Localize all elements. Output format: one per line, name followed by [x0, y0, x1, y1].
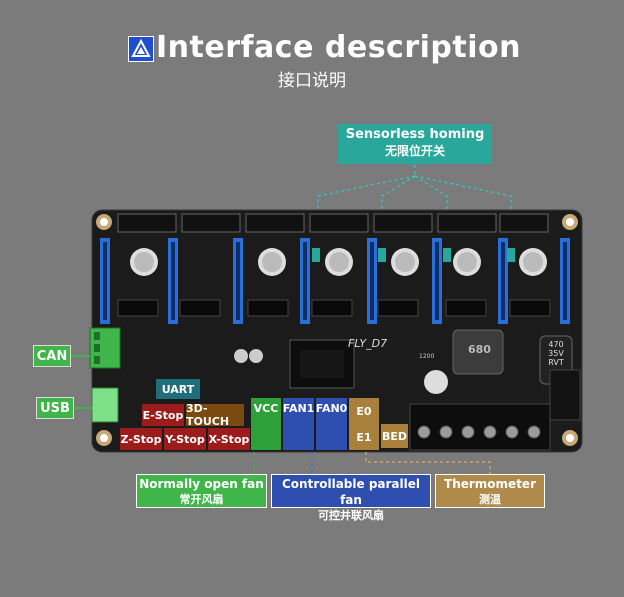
power-terminal	[409, 403, 551, 451]
inductor	[452, 329, 504, 375]
thermometer-callout: Thermometer 测温	[435, 474, 545, 508]
xstop-label: X-Stop	[208, 428, 250, 450]
sensorless-callout: Sensorless homing 无限位开关	[338, 124, 492, 164]
mounting-holes	[96, 214, 578, 446]
zstop-label: Z-Stop	[120, 428, 162, 450]
parallel-fan-en: Controllable parallel fan	[281, 477, 421, 507]
capacitors	[130, 248, 547, 394]
e0-text: E0	[356, 404, 372, 418]
vcc-label: VCC	[251, 398, 281, 450]
fan0-text: FAN0	[315, 402, 348, 415]
normally-open-fan-callout: Normally open fan 常开风扇	[136, 474, 267, 508]
fan0-label: FAN0	[316, 398, 347, 450]
sensorless-label-zh: 无限位开关	[384, 144, 445, 158]
thermometer-zh: 测温	[479, 493, 501, 506]
e1-text: E1	[356, 430, 372, 444]
usb-label: USB	[36, 397, 74, 419]
parallel-fan-zh: 可控并联风扇	[318, 509, 384, 522]
usb-connector	[91, 387, 119, 423]
thermometer-en: Thermometer	[444, 477, 536, 491]
small-headers	[117, 299, 551, 317]
uart-label: UART	[156, 379, 200, 399]
brand-logo-icon	[128, 36, 154, 62]
normally-open-fan-en: Normally open fan	[139, 477, 264, 491]
sensorless-jumpers	[312, 248, 515, 262]
parallel-fan-callout: Controllable parallel fan 可控并联风扇	[271, 474, 431, 522]
vcc-text: VCC	[253, 402, 279, 415]
board-name: FLY_D7	[348, 337, 388, 350]
e0-label: E0 E1	[349, 398, 379, 450]
ystop-label: Y-Stop	[164, 428, 206, 450]
can-label: CAN	[33, 345, 71, 367]
inductor-label: 680	[468, 343, 491, 356]
sensorless-label-en: Sensorless homing	[345, 127, 485, 142]
normally-open-fan-zh: 常开风扇	[179, 493, 224, 506]
bed-label: BED	[381, 424, 408, 448]
motor-connectors	[117, 213, 549, 233]
estop-label: E-Stop	[142, 404, 184, 426]
fan1-label: FAN1	[283, 398, 314, 450]
fan1-text: FAN1	[282, 402, 315, 415]
page-subtitle: 接口说明	[278, 71, 346, 91]
page-title: Interface description	[156, 30, 521, 65]
capacitor-label: 470 35V RVT	[548, 340, 564, 367]
small-cap-label: 1200	[419, 353, 435, 360]
3d-touch-label: 3D-TOUCH	[186, 402, 244, 428]
driver-header-pins	[103, 242, 567, 320]
